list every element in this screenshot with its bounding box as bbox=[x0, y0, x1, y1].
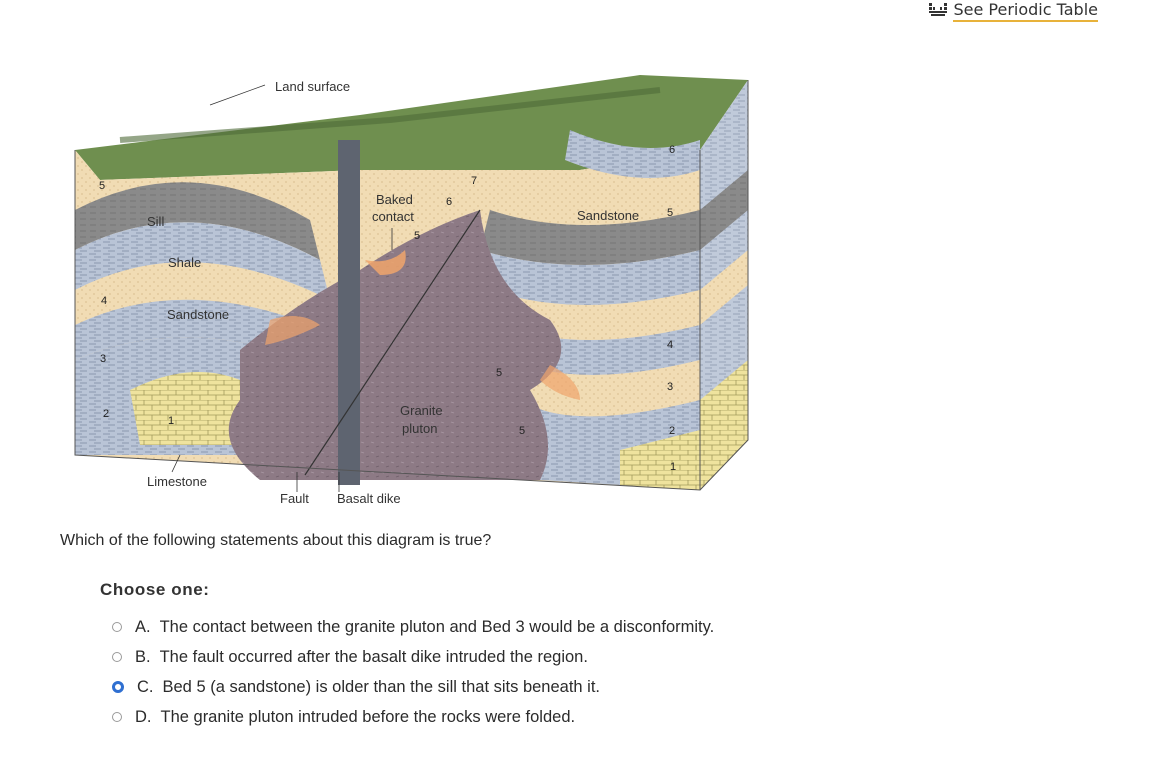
fault-line bbox=[304, 209, 481, 476]
svg-text:5: 5 bbox=[667, 207, 673, 219]
option-d-radio[interactable] bbox=[112, 712, 122, 722]
periodic-table-label: See Periodic Table bbox=[953, 0, 1098, 22]
svg-text:1: 1 bbox=[670, 461, 676, 473]
option-c-text: Bed 5 (a sandstone) is older than the si… bbox=[162, 677, 601, 696]
fault-label: Fault bbox=[280, 491, 309, 506]
granite-pluton bbox=[228, 210, 562, 480]
choose-one-label: Choose one: bbox=[100, 580, 210, 599]
geology-block-diagram: Land surface Baked contact Sandstone Sil… bbox=[60, 60, 750, 515]
svg-text:6: 6 bbox=[446, 196, 452, 208]
shale-label: Shale bbox=[168, 255, 201, 270]
limestone-label: Limestone bbox=[147, 474, 207, 489]
svg-text:7: 7 bbox=[471, 175, 477, 187]
option-b-letter: B. bbox=[135, 647, 151, 666]
periodic-table-icon bbox=[929, 2, 948, 21]
answer-options: A. The contact between the granite pluto… bbox=[112, 612, 714, 732]
option-b-radio[interactable] bbox=[112, 652, 122, 662]
geology-svg: Land surface Baked contact Sandstone Sil… bbox=[74, 75, 749, 506]
pluton-label: pluton bbox=[402, 421, 437, 436]
shale-layer bbox=[75, 222, 330, 300]
option-c[interactable]: C. Bed 5 (a sandstone) is older than the… bbox=[112, 672, 714, 702]
option-a-text: The contact between the granite pluton a… bbox=[159, 617, 715, 636]
land-surface-label: Land surface bbox=[275, 79, 350, 94]
option-c-letter: C. bbox=[137, 677, 154, 696]
option-a[interactable]: A. The contact between the granite pluto… bbox=[112, 612, 714, 642]
option-a-letter: A. bbox=[135, 617, 151, 636]
sill-layer bbox=[75, 182, 320, 260]
svg-text:3: 3 bbox=[100, 353, 106, 365]
sandstone-left-label: Sandstone bbox=[167, 307, 229, 322]
svg-text:3: 3 bbox=[667, 381, 673, 393]
sandstone-right-label: Sandstone bbox=[577, 208, 639, 223]
option-b[interactable]: B. The fault occurred after the basalt d… bbox=[112, 642, 714, 672]
option-b-text: The fault occurred after the basalt dike… bbox=[159, 647, 588, 666]
baked-contact-label-2: contact bbox=[372, 209, 414, 224]
svg-text:4: 4 bbox=[101, 295, 107, 307]
svg-text:5: 5 bbox=[99, 180, 105, 192]
limestone-left bbox=[130, 372, 240, 445]
svg-text:5: 5 bbox=[519, 425, 525, 437]
option-c-radio-selected[interactable] bbox=[112, 681, 124, 693]
limestone-right bbox=[620, 430, 700, 490]
svg-text:4: 4 bbox=[667, 339, 673, 351]
baked-contact-label: Baked bbox=[376, 192, 413, 207]
see-periodic-table-link[interactable]: See Periodic Table bbox=[929, 0, 1098, 22]
option-a-radio[interactable] bbox=[112, 622, 122, 632]
option-d-letter: D. bbox=[135, 707, 152, 726]
svg-text:1: 1 bbox=[168, 415, 174, 427]
svg-text:2: 2 bbox=[103, 408, 109, 420]
basalt-dike-label: Basalt dike bbox=[337, 491, 401, 506]
svg-text:5: 5 bbox=[496, 367, 502, 379]
option-d-text: The granite pluton intruded before the r… bbox=[160, 707, 576, 726]
svg-text:6: 6 bbox=[669, 144, 675, 156]
svg-text:2: 2 bbox=[669, 425, 675, 437]
option-d[interactable]: D. The granite pluton intruded before th… bbox=[112, 702, 714, 732]
sill-label: Sill bbox=[147, 214, 164, 229]
granite-label: Granite bbox=[400, 403, 443, 418]
question-text: Which of the following statements about … bbox=[60, 532, 492, 549]
svg-text:5: 5 bbox=[414, 230, 420, 242]
basalt-dike bbox=[338, 140, 360, 485]
